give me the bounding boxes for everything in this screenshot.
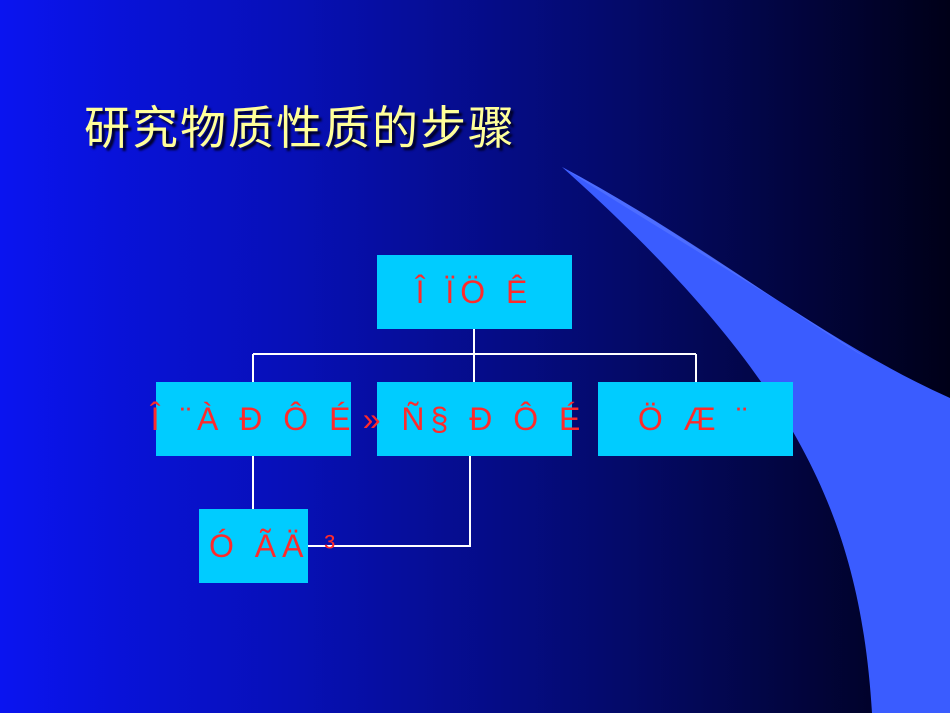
slide-title: 研究物质性质的步骤 [84, 101, 516, 155]
blue-swoosh-shape [562, 167, 950, 713]
child-node-1: Î ¨À Ð Ô É [151, 382, 351, 456]
child-2-to-grandchild-line [307, 456, 471, 547]
grandchild-node: Ó ÃÄ ³ [199, 509, 335, 583]
connector-lines [252, 329, 697, 547]
child-node-3: Ö Æ ¨ [598, 382, 793, 456]
swoosh-highlight [562, 167, 870, 360]
root-node: Î ÏÖ Ê [377, 255, 572, 329]
child-node-2: » Ñ§ Ð Ô É [363, 382, 580, 456]
